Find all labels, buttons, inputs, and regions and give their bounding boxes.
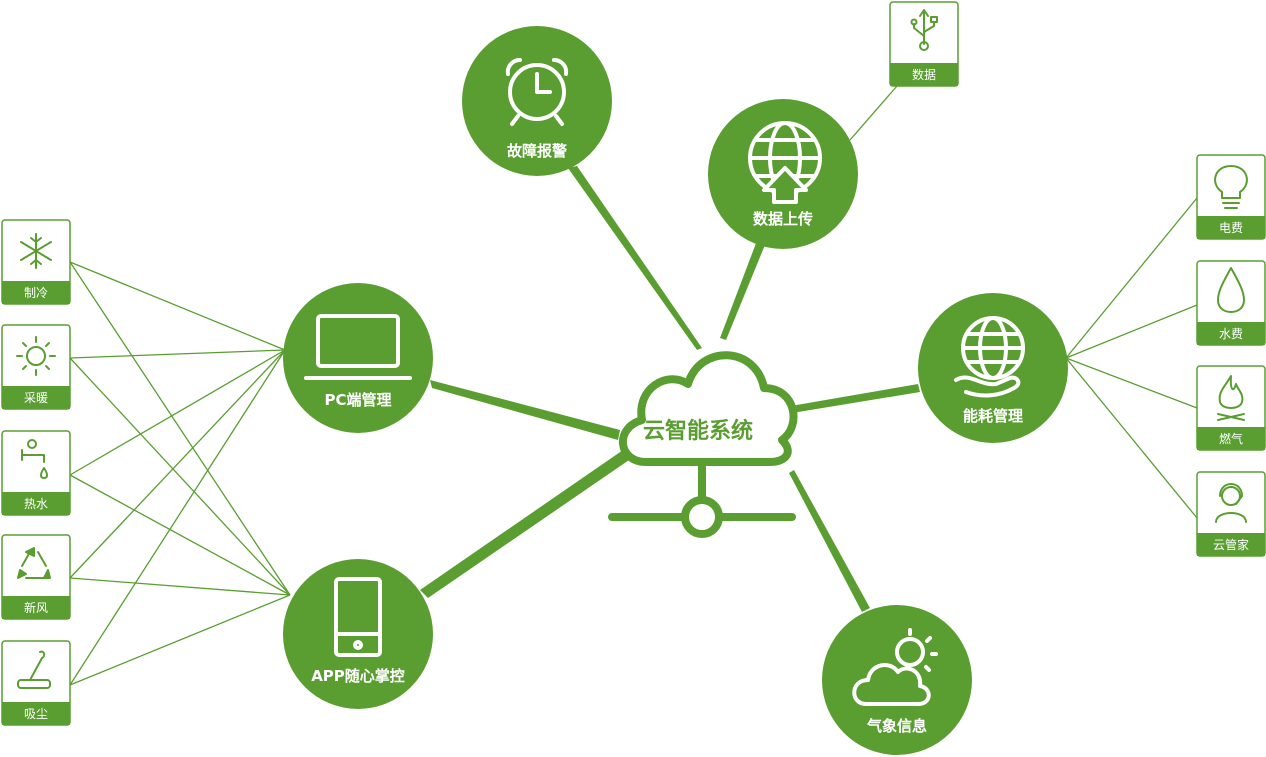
sun-icon — [16, 336, 56, 376]
hub-pc-manage-label: PC端管理 — [324, 391, 391, 409]
right-item-cloud-butler[interactable]: 云管家 — [1196, 471, 1266, 557]
right-item-electricity[interactable]: 电费 — [1196, 154, 1266, 240]
hub-fault-alarm-label: 故障报警 — [507, 142, 567, 160]
left-connectors — [69, 261, 291, 686]
recycle-icon — [17, 547, 51, 579]
left-item-heating-label: 采暖 — [24, 391, 48, 405]
snowflake-icon — [20, 233, 52, 269]
left-item-heating[interactable]: 采暖 — [1, 324, 71, 410]
hub-data-upload[interactable]: 数据上传 — [708, 99, 858, 249]
vacuum-icon — [17, 650, 51, 689]
hub-data-upload-label: 数据上传 — [753, 210, 813, 228]
hub-weather-label: 气象信息 — [866, 717, 927, 735]
hub-energy-manage-label: 能耗管理 — [963, 407, 1023, 425]
top-item-data-label: 数据 — [912, 67, 936, 82]
top-item-data[interactable]: 数据 — [889, 1, 959, 87]
headset-agent-icon — [1215, 483, 1247, 523]
right-item-cloud-butler-label: 云管家 — [1213, 537, 1249, 552]
laptop-icon — [304, 314, 412, 380]
globe-upload-icon — [748, 121, 822, 204]
bulb-icon — [1214, 165, 1248, 209]
left-item-hot-water-label: 热水 — [24, 497, 48, 511]
left-item-cooling[interactable]: 制冷 — [1, 219, 71, 305]
hub-energy-manage[interactable]: 能耗管理 — [918, 293, 1068, 443]
flame-icon — [1217, 375, 1245, 421]
center-node: 云智能系统 — [608, 351, 798, 538]
right-item-water-label: 水费 — [1219, 327, 1243, 341]
right-item-water[interactable]: 水费 — [1196, 260, 1266, 346]
hub-fault-alarm[interactable]: 故障报警 — [462, 26, 612, 176]
phone-icon — [334, 577, 382, 657]
hub-app-control-label: APP随心掌控 — [311, 667, 405, 685]
right-connectors — [1065, 197, 1198, 519]
right-item-electricity-label: 电费 — [1219, 221, 1243, 235]
center-label: 云智能系统 — [643, 418, 753, 444]
left-item-fresh-air-label: 新风 — [24, 600, 48, 615]
hub-app-control[interactable]: APP随心掌控 — [283, 559, 433, 709]
right-item-gas-label: 燃气 — [1219, 431, 1243, 446]
right-item-gas[interactable]: 燃气 — [1196, 365, 1266, 451]
left-item-vacuum-label: 吸尘 — [24, 707, 48, 721]
hub-weather[interactable]: 气象信息 — [822, 605, 972, 755]
cloud-server-icon — [619, 351, 798, 466]
water-drop-icon — [1217, 267, 1245, 313]
center-spokes — [420, 166, 920, 612]
left-item-vacuum[interactable]: 吸尘 — [1, 640, 71, 726]
data-connector — [849, 85, 898, 141]
usb-icon — [910, 9, 938, 51]
left-item-fresh-air[interactable]: 新风 — [1, 534, 71, 620]
faucet-icon — [21, 439, 48, 479]
alarm-clock-icon — [505, 57, 569, 126]
cloud-sun-icon — [852, 628, 938, 706]
left-item-cooling-label: 制冷 — [24, 286, 48, 300]
hub-pc-manage[interactable]: PC端管理 — [283, 283, 433, 433]
left-item-hot-water[interactable]: 热水 — [1, 430, 71, 516]
globe-hand-icon — [954, 316, 1025, 398]
